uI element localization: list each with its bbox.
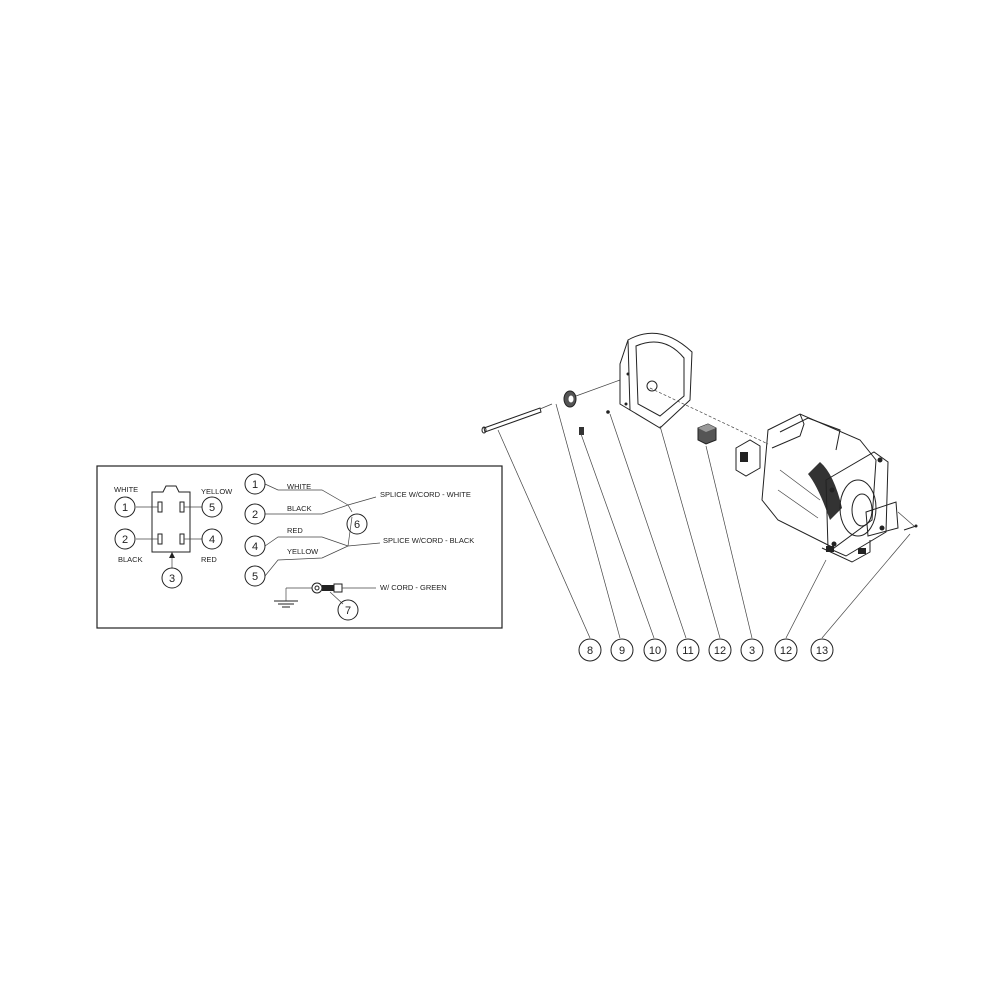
callout-11: 11 [676,638,700,662]
callout-connector-4: 4 [201,528,223,550]
svg-text:10: 10 [649,645,661,657]
connector-white-label: WHITE [114,485,138,494]
connector-red-label: RED [201,555,217,564]
connector-block [136,485,202,568]
svg-text:5: 5 [209,502,215,514]
svg-text:4: 4 [252,541,258,553]
callout-13: 13 [810,638,834,662]
callout-lead-2: 2 [244,503,266,525]
svg-text:3: 3 [749,645,755,657]
callout-lead-5: 5 [244,565,266,587]
exploded-assembly: 8 9 10 11 12 3 12 13 [481,332,918,662]
svg-text:12: 12 [714,645,726,657]
clip [697,423,717,445]
lead-red-label: RED [287,526,303,535]
callout-connector-5: 5 [201,496,223,518]
screw [579,410,610,435]
wiring-diagram-panel: WHITE YELLOW BLACK RED 1 5 2 4 3 [96,465,503,629]
callout-12-clip: 12 [708,638,732,662]
pin [903,524,918,531]
svg-text:1: 1 [252,479,258,491]
lead-wires [264,483,381,577]
callout-connector-1: 1 [114,496,136,518]
callout-9: 9 [610,638,634,662]
callout-connector-3: 3 [161,567,183,589]
svg-text:2: 2 [252,509,258,521]
callout-12-motor: 12 [774,638,798,662]
motor [735,413,915,563]
callout-connector-2: 2 [114,528,136,550]
connector-black-label: BLACK [118,555,143,564]
splice-white-label: SPLICE W/CORD - WHITE [380,490,471,499]
svg-text:11: 11 [682,645,693,657]
callout-8: 8 [578,638,602,662]
svg-text:7: 7 [345,605,351,617]
lead-yellow-label: YELLOW [287,547,319,556]
callout-splice-6: 6 [346,513,368,535]
splice-black-label: SPLICE W/CORD - BLACK [383,536,474,545]
callout-lead-4: 4 [244,535,266,557]
callout-3-terminal: 3 [740,638,764,662]
end-cover [619,332,693,429]
ground-symbol [274,587,312,608]
callout-lead-1: 1 [244,473,266,495]
ground-cord-label: W/ CORD - GREEN [380,583,447,592]
svg-text:8: 8 [587,645,593,657]
svg-text:6: 6 [354,519,360,531]
callout-10: 10 [643,638,667,662]
svg-text:1: 1 [122,502,128,514]
lead-black-label: BLACK [287,504,312,513]
callout-ground-7: 7 [337,599,359,621]
svg-text:9: 9 [619,645,625,657]
leader-lines [497,403,911,639]
svg-text:4: 4 [209,534,215,546]
svg-text:2: 2 [122,534,128,546]
ring-terminal [311,582,376,605]
svg-text:3: 3 [169,573,175,585]
connector-yellow-label: YELLOW [201,487,233,496]
svg-text:12: 12 [780,645,792,657]
shaft-rod [481,403,553,434]
wiring-panel-border [96,465,503,629]
bushing [563,379,621,408]
svg-text:5: 5 [252,571,258,583]
lead-white-label: WHITE [287,482,311,491]
svg-text:13: 13 [816,645,828,657]
